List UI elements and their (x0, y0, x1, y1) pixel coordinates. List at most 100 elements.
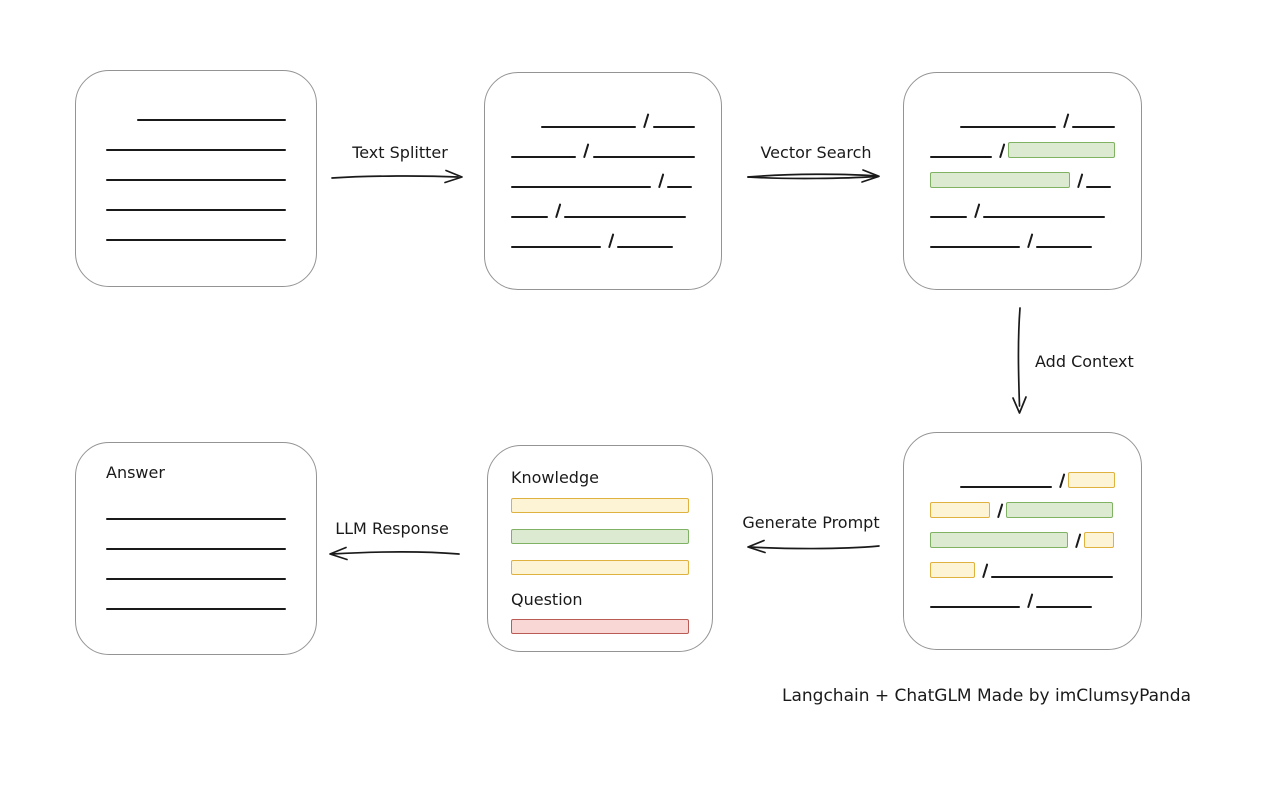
chunk-row (930, 128, 1115, 159)
source-document-box (75, 70, 317, 287)
question-bars (511, 619, 689, 634)
llm-response-arrow-group: LLM Response (322, 519, 462, 566)
generate-prompt-arrow-group: Generate Prompt (740, 513, 882, 560)
slash-mark (555, 203, 562, 219)
split-chunk-lines (511, 98, 695, 249)
chunk-row (930, 458, 1115, 489)
answer-lines (106, 490, 286, 610)
text-line (930, 606, 1020, 608)
text-line (541, 126, 637, 128)
add-context-label: Add Context (1035, 352, 1134, 371)
vector-matched-chunks-box (903, 72, 1142, 290)
text-line (511, 246, 601, 248)
vector-search-label: Vector Search (760, 143, 872, 162)
split-chunks-box (484, 72, 722, 290)
slash-mark (658, 173, 665, 189)
chunk-row (511, 158, 695, 189)
text-line (960, 486, 1052, 488)
chunk-row (511, 128, 695, 159)
question-label: Question (511, 590, 583, 609)
text-line (652, 126, 695, 128)
green-chunk (930, 172, 1070, 188)
slash-mark (583, 143, 590, 159)
text-line (930, 216, 967, 218)
document-lines (106, 91, 286, 241)
text-line (960, 126, 1057, 128)
green-bar (511, 529, 689, 544)
chunk-row (511, 218, 695, 249)
slash-mark (1027, 593, 1034, 609)
slash-mark (997, 503, 1004, 519)
text-line (106, 578, 286, 580)
chunk-row (511, 188, 695, 219)
matched-chunk-lines (930, 98, 1115, 249)
generate-prompt-label: Generate Prompt (742, 513, 880, 532)
text-line (106, 608, 286, 610)
chunk-row (106, 580, 286, 610)
text-line (1036, 606, 1093, 608)
chunk-row (930, 578, 1115, 609)
text-line (511, 156, 577, 158)
text-line (991, 576, 1114, 578)
answer-label: Answer (106, 463, 165, 482)
text-line (1072, 126, 1115, 128)
red-bar (511, 619, 689, 634)
chunk-row (930, 518, 1115, 549)
text-line (667, 186, 693, 188)
text-line (106, 179, 286, 181)
text-line (564, 216, 687, 218)
yellow-chunk (1068, 472, 1115, 488)
right-arrow-icon (331, 169, 463, 184)
text-splitter-arrow-group: Text Splitter (330, 143, 470, 190)
chunk-row (106, 121, 286, 151)
right-arrow-icon (747, 169, 880, 183)
chunk-row (930, 218, 1115, 249)
slash-mark (998, 143, 1006, 159)
chunk-row (106, 490, 286, 520)
chunk-row (106, 550, 286, 580)
text-line (106, 548, 286, 550)
text-line (1086, 186, 1112, 188)
text-line (930, 156, 992, 158)
context-chunk-lines (930, 458, 1115, 609)
add-context-arrow-group (1008, 306, 1032, 424)
knowledge-label: Knowledge (511, 468, 599, 487)
green-chunk (930, 532, 1068, 548)
slash-mark (1027, 233, 1034, 249)
chunk-row (106, 211, 286, 241)
text-line (106, 209, 286, 211)
text-line (930, 246, 1020, 248)
chunk-row (930, 98, 1115, 129)
prompt-box: Knowledge Question (487, 445, 713, 652)
vector-search-arrow-group: Vector Search (745, 143, 887, 190)
yellow-bar (511, 498, 689, 513)
green-chunk (1008, 142, 1115, 158)
knowledge-bars (511, 498, 689, 575)
slash-mark (982, 563, 989, 579)
answer-box: Answer (75, 442, 317, 655)
chunk-row (106, 520, 286, 550)
chunk-row (930, 548, 1115, 579)
text-line (1036, 246, 1093, 248)
llm-response-label: LLM Response (335, 519, 449, 538)
left-arrow-icon (329, 546, 460, 561)
text-line (106, 239, 286, 241)
text-line (983, 216, 1106, 218)
yellow-chunk (930, 502, 990, 518)
text-line (511, 216, 548, 218)
text-line (106, 518, 286, 520)
green-chunk (1006, 502, 1114, 518)
text-line (106, 149, 286, 151)
chunk-row (930, 488, 1115, 519)
slash-mark (1058, 473, 1066, 489)
text-splitter-label: Text Splitter (352, 143, 448, 162)
slash-mark (1063, 113, 1070, 129)
chunk-row (930, 158, 1115, 189)
yellow-chunk (930, 562, 975, 578)
text-line (592, 156, 695, 158)
text-line (511, 186, 651, 188)
chunk-row (106, 151, 286, 181)
text-line (617, 246, 674, 248)
slash-mark (643, 113, 651, 129)
left-arrow-icon (747, 539, 880, 554)
